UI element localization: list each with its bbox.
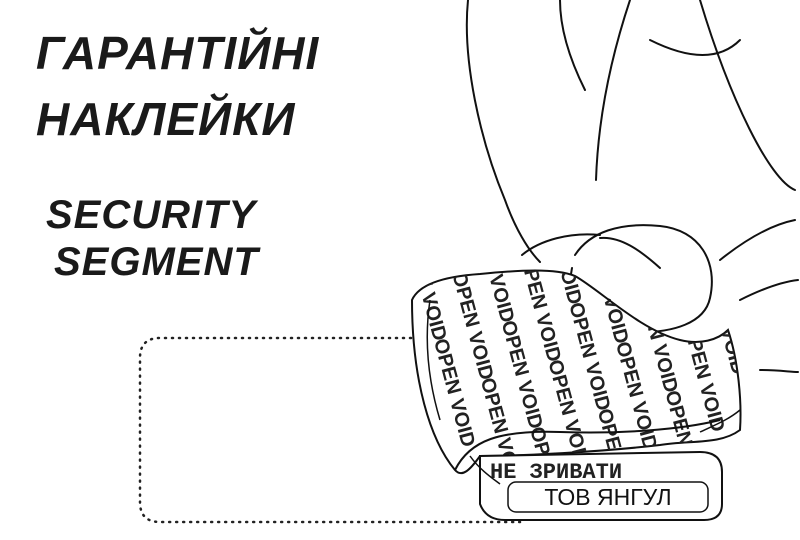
label-sticker: НЕ ЗРИВАТИ ТОВ ЯНГУЛ	[469, 450, 723, 521]
title-line-2: НАКЛЕЙКИ	[36, 93, 296, 145]
void-pattern-text: OPEN VOID	[671, 158, 721, 271]
company-label: ТОВ ЯНГУЛ	[544, 484, 671, 510]
title-line-1: ГАРАНТІЙНІ	[36, 27, 320, 79]
void-pattern-text: OPEN VOID	[650, 215, 700, 328]
void-pattern-text: OPEN VOID	[603, 176, 653, 289]
warning-text: НЕ ЗРИВАТИ	[490, 460, 622, 485]
hand-outline	[465, 0, 799, 373]
subtitle-line-1: SECURITY	[46, 193, 257, 237]
void-pattern-text: OPEN VOID	[486, 145, 536, 258]
subtitle-line-2: SEGMENT	[54, 240, 259, 284]
void-pattern-text: OPEN VOID	[622, 109, 672, 222]
void-pattern-text: OPEN VOID	[554, 127, 604, 240]
void-pattern-text: OPEN VOID	[419, 163, 469, 276]
dotted-sticker-outline	[138, 336, 522, 524]
